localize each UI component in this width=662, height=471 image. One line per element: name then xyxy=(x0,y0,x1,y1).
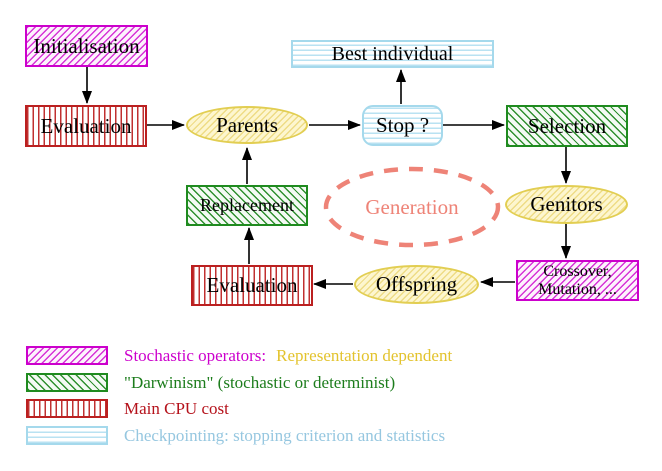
legend-row-cpu-cost: Main CPU cost xyxy=(26,399,229,418)
node-initialisation: Initialisation xyxy=(25,25,148,67)
node-genitors: Genitors xyxy=(505,185,628,224)
legend-row-checkpointing: Checkpointing: stopping criterion and st… xyxy=(26,426,445,445)
node-parents: Parents xyxy=(186,106,308,144)
crossover-line1: Crossover, xyxy=(543,262,612,280)
node-evaluation-top: Evaluation xyxy=(25,105,147,147)
node-evaluation-bottom: Evaluation xyxy=(191,265,313,306)
legend-swatch-red-stripes xyxy=(26,399,108,418)
legend-swatch-magenta-hatch xyxy=(26,346,108,365)
node-stop: Stop ? xyxy=(362,105,443,146)
legend-cpu-cost-label: Main CPU cost xyxy=(124,398,229,418)
node-replacement: Replacement xyxy=(186,185,308,226)
legend-stochastic-label: Stochastic operators: xyxy=(124,345,267,365)
generation-label: Generation xyxy=(365,194,459,219)
node-offspring: Offspring xyxy=(354,265,479,304)
legend-darwinism-label: "Darwinism" (stochastic or determinist) xyxy=(124,372,396,392)
crossover-line2: Mutation, ... xyxy=(538,280,617,298)
legend-swatch-cyan-stripes xyxy=(26,426,108,445)
node-best-individual: Best individual xyxy=(291,40,494,68)
legend-row-darwinism: "Darwinism" (stochastic or determinist) xyxy=(26,373,395,392)
legend-text-stochastic: Stochastic operators: Representation depe… xyxy=(124,346,452,366)
node-crossover-mutation: Crossover, Mutation, ... xyxy=(516,260,639,301)
legend-swatch-green-hatch xyxy=(26,373,108,392)
node-selection: Selection xyxy=(506,105,628,147)
legend-row-stochastic: Stochastic operators: Representation depe… xyxy=(26,346,452,365)
legend-representation-label: Representation dependent xyxy=(276,345,453,365)
legend-checkpointing-label: Checkpointing: stopping criterion and st… xyxy=(124,425,446,445)
